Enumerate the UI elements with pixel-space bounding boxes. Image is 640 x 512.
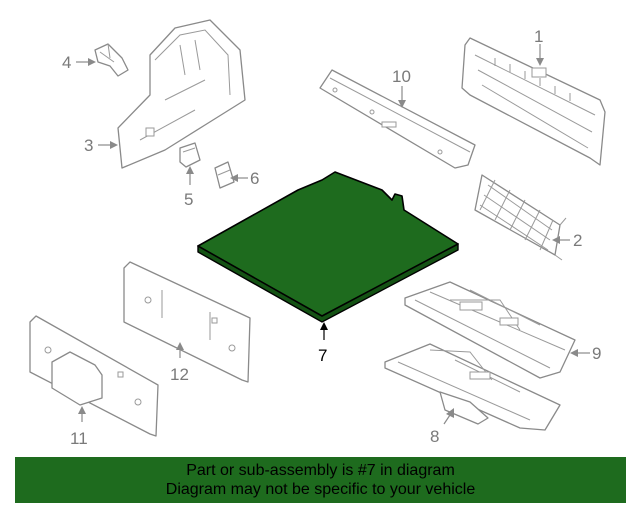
part-12-trim-panel bbox=[123, 261, 251, 383]
callout-11: 11 bbox=[70, 406, 88, 448]
callout-label-1: 1 bbox=[534, 27, 543, 46]
callout-label-4: 4 bbox=[62, 53, 71, 72]
part-10-upper-rail bbox=[319, 69, 476, 169]
part-8-lower-floor-pan bbox=[384, 343, 561, 431]
callout-12: 12 bbox=[170, 342, 189, 384]
callout-10: 10 bbox=[392, 67, 411, 108]
part-5-bracket bbox=[179, 142, 201, 168]
part-3-side-trim bbox=[117, 19, 246, 169]
part-4-clip bbox=[94, 43, 129, 77]
callout-label-2: 2 bbox=[573, 231, 582, 250]
callout-label-6: 6 bbox=[250, 169, 259, 188]
callout-label-9: 9 bbox=[592, 344, 601, 363]
banner-line-2: Diagram may not be specific to your vehi… bbox=[165, 481, 476, 498]
callout-5: 5 bbox=[184, 166, 194, 209]
banner-line-1: Part or sub-assembly is #7 in diagram bbox=[186, 462, 455, 479]
callout-9: 9 bbox=[570, 344, 601, 363]
info-banner: Part or sub-assembly is #7 in diagram Di… bbox=[15, 457, 626, 503]
callout-3: 3 bbox=[84, 136, 118, 155]
callout-label-10: 10 bbox=[392, 67, 411, 86]
part-9-floor-pan bbox=[404, 281, 576, 379]
callout-7: 7 bbox=[318, 322, 328, 365]
callout-8: 8 bbox=[430, 408, 454, 446]
callout-6: 6 bbox=[230, 169, 259, 188]
callout-4: 4 bbox=[62, 53, 96, 72]
callout-1: 1 bbox=[534, 27, 544, 66]
part-7-cargo-floor-board bbox=[197, 171, 459, 323]
callout-label-8: 8 bbox=[430, 427, 439, 446]
callout-2: 2 bbox=[552, 231, 582, 250]
parts-diagram: 1 2 3 4 5 bbox=[29, 19, 606, 448]
part-2-cargo-net bbox=[474, 174, 567, 261]
callout-label-3: 3 bbox=[84, 136, 93, 155]
callout-label-12: 12 bbox=[170, 365, 189, 384]
part-11-lower-trim bbox=[29, 315, 159, 437]
part-6-clip bbox=[214, 161, 235, 189]
part-1-rear-panel bbox=[461, 37, 606, 166]
callout-label-7: 7 bbox=[318, 346, 327, 365]
callout-label-5: 5 bbox=[184, 190, 193, 209]
callout-label-11: 11 bbox=[70, 429, 88, 448]
